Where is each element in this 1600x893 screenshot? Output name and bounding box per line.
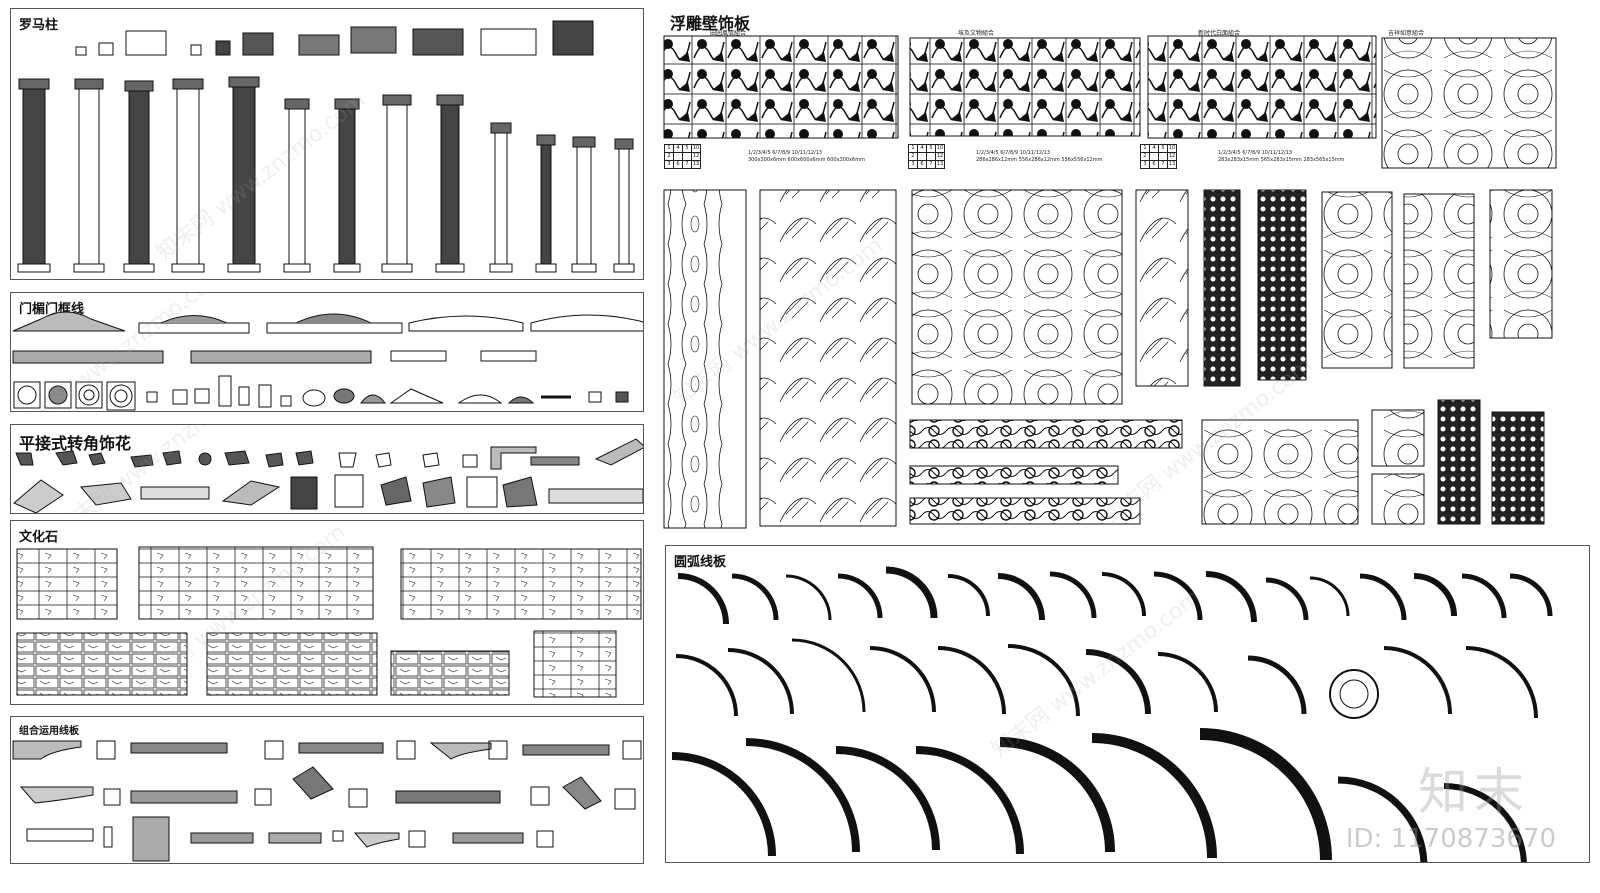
lintel-frames-drawing — [12, 311, 643, 411]
roman-column — [613, 138, 635, 273]
roman-columns-drawing — [17, 20, 635, 273]
roman-column — [17, 78, 51, 273]
roman-column — [381, 94, 413, 273]
culture-stone-drawing — [16, 546, 642, 698]
roman-column — [171, 78, 205, 273]
roman-columns-panel: 罗马柱 知末网 www.znzmo.com — [10, 8, 644, 280]
arc-boards-title: 圆弧线板 — [674, 555, 727, 570]
lintel-frames-panel: 门楣门框线 知末网 www.znzmo.com — [10, 292, 644, 412]
roman-column — [535, 134, 557, 273]
relief-panels-title: 浮雕壁饰板 — [670, 14, 751, 33]
roman-column — [435, 94, 465, 273]
relief-group-title-3: 新时代白面組合 — [1198, 30, 1241, 37]
roman-column — [489, 122, 513, 273]
relief-group-title-4: 吉祥如意組合 — [1388, 30, 1425, 37]
roman-column — [123, 80, 155, 273]
roman-column — [283, 98, 311, 273]
relief-group-title-1: 田园風情組合 — [710, 30, 747, 37]
roman-column — [227, 76, 261, 273]
arc-boards-drawing — [671, 566, 1553, 862]
relief-group-title-2: 埃及文物組合 — [958, 30, 995, 37]
combo-boards-panel: 组合运用线板 — [10, 716, 644, 864]
roman-column — [73, 78, 105, 273]
roman-column — [333, 98, 361, 273]
corner-ornaments-panel: 平接式转角饰花 知末网 www.znzmo.com — [10, 424, 644, 514]
combo-boards-title: 组合运用线板 — [19, 726, 79, 737]
corner-ornaments-title: 平接式转角饰花 — [19, 434, 132, 453]
watermark-logo: 知末 — [1418, 763, 1530, 821]
corner-ornaments-drawing — [13, 438, 643, 513]
roman-columns-title: 罗马柱 — [19, 18, 59, 33]
combo-boards-drawing — [12, 740, 642, 862]
culture-stone-title: 文化石 — [19, 530, 59, 545]
culture-stone-panel: 文化石 知末网 www.znzmo.com — [10, 520, 644, 705]
relief-panels-drawing — [663, 35, 1557, 529]
arc-boards-panel: 圆弧线板 知末网 www.znzmo.com — [665, 545, 1590, 863]
watermark-id: ID: 1170873670 — [1345, 824, 1556, 854]
roman-column — [571, 136, 597, 273]
